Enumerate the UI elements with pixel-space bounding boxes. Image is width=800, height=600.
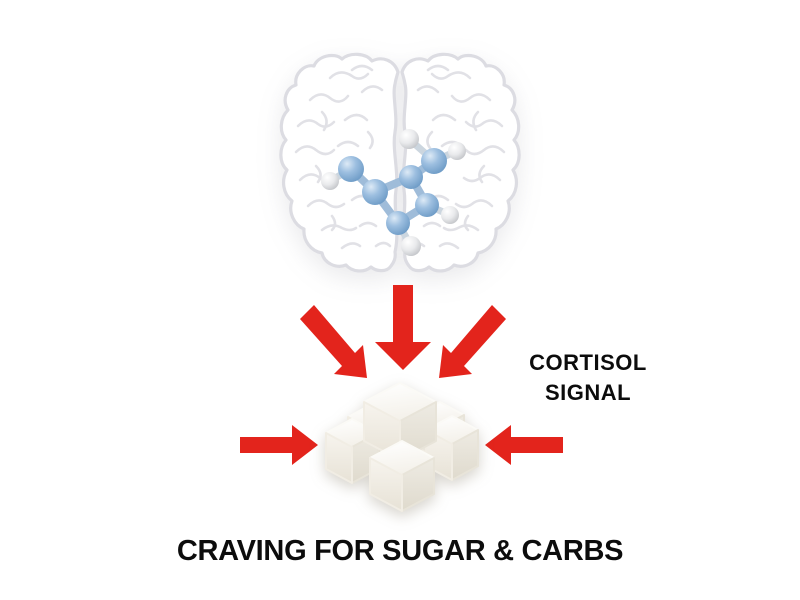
cortisol-signal-line1: CORTISOL <box>529 350 647 375</box>
arrow-left-icon <box>485 425 563 465</box>
arrow-right-icon <box>240 425 318 465</box>
cortisol-signal-line2: SIGNAL <box>544 380 632 405</box>
cortisol-arrows <box>240 285 563 465</box>
cortisol-molecule-icon <box>321 129 466 256</box>
cortisol-signal-label: CORTISOL SIGNAL <box>503 348 673 408</box>
caption-label: CRAVING FOR SUGAR & CARBS <box>176 535 624 567</box>
sugar-cubes-icon <box>325 382 479 512</box>
molecule-atoms <box>321 129 466 256</box>
arrow-down-left-icon <box>439 305 506 378</box>
brain-top-view-icon <box>279 52 521 273</box>
arrow-down-right-icon <box>300 305 367 378</box>
sugar-cube-front <box>369 440 435 512</box>
arrow-down-icon <box>375 285 431 370</box>
